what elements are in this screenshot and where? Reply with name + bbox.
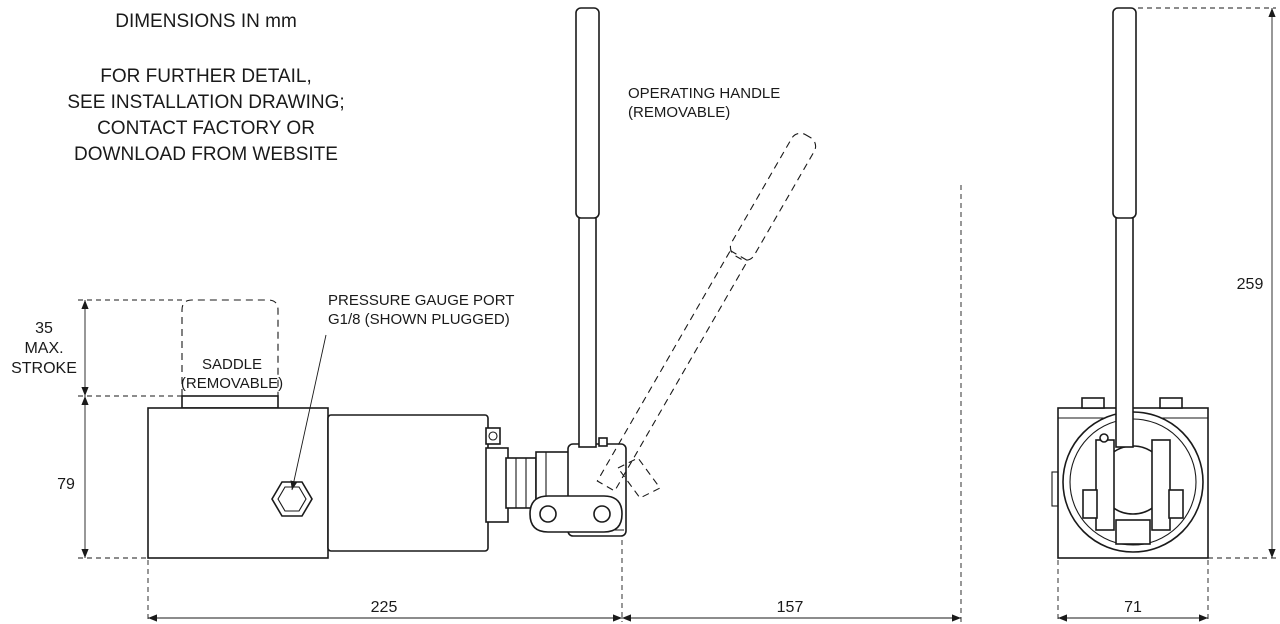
saddle-callout-line-1: SADDLE — [202, 356, 262, 373]
handle-callout-line-2: (REMOVABLE) — [628, 104, 730, 121]
side-top-lug-left — [1081, 397, 1105, 409]
reservoir — [327, 414, 489, 552]
handle-swing-dim-value: 157 — [777, 599, 804, 616]
detail-note-line-4: DOWNLOAD FROM WEBSITE — [74, 144, 338, 165]
leader-lines — [290, 334, 327, 491]
handle-callout-line-1: OPERATING HANDLE — [628, 85, 780, 102]
side-clip-left — [1082, 489, 1098, 519]
side-handle-shaft — [1115, 214, 1134, 448]
side-clip-right — [1168, 489, 1184, 519]
link-pivot-right — [593, 505, 611, 523]
dimension-lines — [81, 8, 1276, 622]
handle-socket-swung — [617, 457, 661, 499]
front-view — [147, 7, 817, 559]
body-length-dim-value: 225 — [371, 599, 398, 616]
units-note: DIMENSIONS IN mm — [115, 11, 297, 32]
operating-handle-grip — [575, 7, 600, 219]
detail-note-line-1: FOR FURTHER DETAIL, — [100, 66, 311, 87]
side-view — [1051, 7, 1209, 559]
side-pivot — [1099, 433, 1109, 443]
gauge-port-callout-line-2: G1/8 (SHOWN PLUGGED) — [328, 311, 510, 328]
overall-height-dim-value: 259 — [1237, 276, 1264, 293]
side-width-dim-value: 71 — [1124, 599, 1142, 616]
detail-note-line-3: CONTACT FACTORY OR — [97, 118, 315, 139]
end-plate — [485, 447, 509, 523]
saddle-extended-outline — [181, 299, 279, 396]
gauge-port-plug-inner — [277, 486, 307, 512]
extension-lines — [78, 7, 1276, 622]
gauge-port-plug — [271, 481, 313, 517]
side-handle-grip — [1112, 7, 1137, 219]
stroke-dim-value: 35 — [35, 320, 53, 337]
side-top-lug-right — [1159, 397, 1183, 409]
lever-link — [529, 495, 623, 533]
side-bracket-right — [1151, 439, 1171, 531]
stroke-dim-caption-1: MAX. — [24, 340, 63, 357]
gauge-port-callout-line-1: PRESSURE GAUGE PORT — [328, 292, 514, 309]
link-pivot-left — [539, 505, 557, 523]
body-height-dim-value: 79 — [57, 476, 75, 493]
stroke-dim-caption-2: STROKE — [11, 360, 77, 377]
detail-note-line-2: SEE INSTALLATION DRAWING; — [67, 92, 344, 113]
reservoir-bolt — [485, 427, 501, 445]
fitting-nut — [505, 457, 537, 509]
saddle-callout-line-2: (REMOVABLE) — [181, 375, 283, 392]
side-base-block — [1115, 519, 1151, 545]
saddle — [181, 395, 279, 409]
side-left-boss — [1051, 471, 1059, 507]
reservoir-bolt-head — [488, 431, 498, 441]
side-bracket-left — [1095, 439, 1115, 531]
handle-swung-outline — [596, 132, 817, 492]
pump-head-pin — [598, 437, 608, 447]
gauge-port-leader — [290, 334, 327, 491]
operating-handle-shaft — [578, 214, 597, 448]
